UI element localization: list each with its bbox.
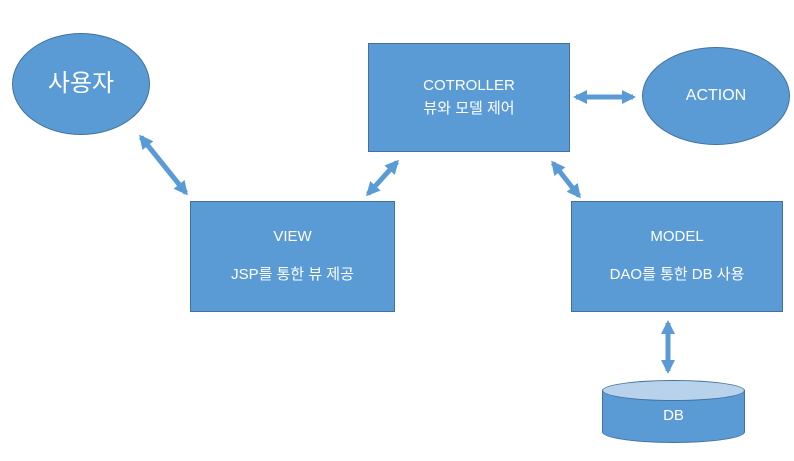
node-db: DB bbox=[602, 380, 745, 443]
node-user-label: 사용자 bbox=[47, 70, 115, 97]
node-model-title: MODEL bbox=[650, 228, 704, 246]
node-db-label: DB bbox=[663, 407, 684, 424]
node-view: VIEW JSP를 통한 뷰 제공 bbox=[190, 201, 395, 312]
node-action-label: ACTION bbox=[685, 87, 747, 104]
node-view-subtitle: JSP를 통한 뷰 제공 bbox=[231, 266, 354, 283]
arrow-view-controller bbox=[365, 159, 400, 197]
arrow-controller-model bbox=[551, 160, 581, 199]
node-model-subtitle: DAO를 통한 DB 사용 bbox=[609, 266, 745, 283]
node-view-title: VIEW bbox=[273, 228, 312, 246]
db-cylinder-top bbox=[602, 380, 745, 401]
node-action: ACTION bbox=[642, 47, 790, 145]
node-controller-subtitle: 뷰와 모델 제어 bbox=[423, 99, 515, 117]
node-user: 사용자 bbox=[12, 33, 150, 135]
node-controller-title: COTROLLER bbox=[423, 76, 515, 94]
node-model: MODEL DAO를 통한 DB 사용 bbox=[571, 201, 783, 312]
arrow-user-view bbox=[139, 134, 188, 196]
node-controller: COTROLLER 뷰와 모델 제어 bbox=[368, 43, 570, 152]
